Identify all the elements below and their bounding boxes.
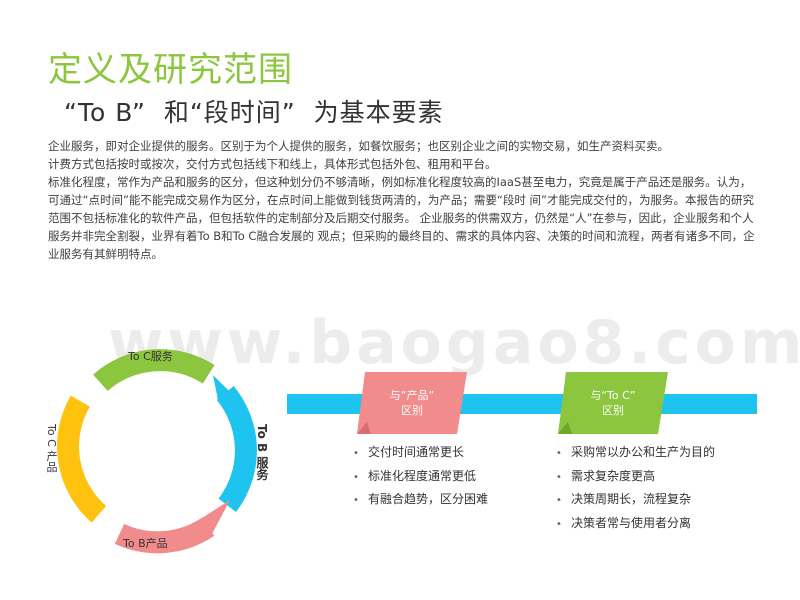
toc-difference-line1: 与“To C”	[590, 389, 636, 402]
list-item: 采购常以办公和生产为目的	[556, 443, 715, 467]
ring-label-to-b-service: To B 服务	[255, 424, 269, 481]
list-item: 标准化程度通常更低	[353, 467, 488, 491]
toc-difference-line2: 区别	[602, 404, 624, 417]
toc-difference-label: 与“To C” 区别	[558, 388, 668, 418]
list-item: 决策者常与使用者分离	[556, 514, 715, 538]
ring-label-to-c-product: To C 产品	[45, 424, 58, 473]
product-difference-line2: 区别	[401, 404, 423, 417]
list-item: 交付时间通常更长	[353, 443, 488, 467]
ring-segment-right	[216, 385, 257, 512]
list-item: 需求复杂度更高	[556, 467, 715, 491]
cycle-ring-diagram	[57, 349, 257, 554]
ring-segment-left	[57, 395, 107, 523]
toc-difference-shape	[558, 372, 668, 434]
ring-arrowhead-right	[213, 375, 236, 400]
toc-difference-list: 采购常以办公和生产为目的 需求复杂度更高 决策周期长，流程复杂 决策者常与使用者…	[556, 443, 715, 537]
body-paragraph: 计费方式包括按时或按次，交付方式包括线下和线上，具体形式包括外包、租用和平台。	[48, 157, 497, 171]
ring-segment-bottom	[114, 517, 215, 554]
product-difference-shape	[357, 372, 467, 434]
body-paragraph: 标准化程度，常作为产品和服务的区分，但这种划分仍不够清晰，例如标准化程度较高的I…	[48, 175, 755, 261]
product-difference-line1: 与“产品”	[389, 389, 435, 402]
list-item: 有融合趋势，区分困难	[353, 490, 488, 514]
ring-segment-top	[93, 349, 215, 392]
list-item: 决策周期长，流程复杂	[556, 490, 715, 514]
product-difference-list: 交付时间通常更长 标准化程度通常更低 有融合趋势，区分困难	[353, 443, 488, 514]
body-paragraph: 企业服务，即对企业提供的服务。区别于为个人提供的服务，如餐饮服务；也区别企业之间…	[48, 139, 669, 153]
product-difference-label: 与“产品” 区别	[357, 388, 467, 418]
page-title: 定义及研究范围	[48, 50, 293, 90]
ring-arrowhead-bottom	[202, 500, 230, 534]
page-subtitle: “To B” 和“段时间” 为基本要素	[64, 98, 444, 127]
watermark: www.baogao8.com	[108, 308, 800, 378]
ring-label-to-c-service: To C服务	[128, 350, 173, 363]
body-text: 企业服务，即对企业提供的服务。区别于为个人提供的服务，如餐饮服务；也区别企业之间…	[48, 137, 758, 263]
ring-label-to-b-product: To B产品	[123, 537, 168, 550]
